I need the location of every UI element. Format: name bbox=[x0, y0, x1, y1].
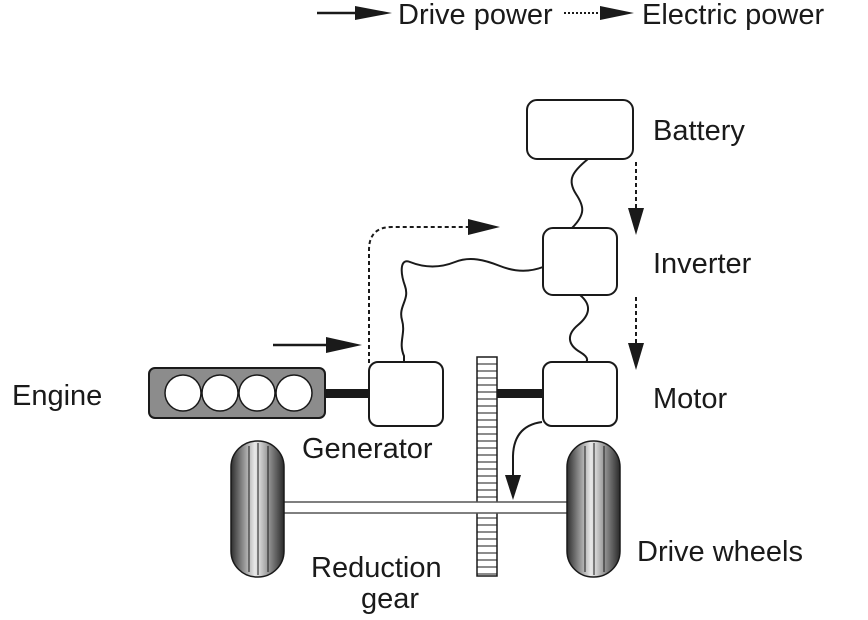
motor-gear-shaft bbox=[497, 389, 544, 398]
reduction-gear-body bbox=[476, 356, 498, 577]
engine-cylinder-icon bbox=[201, 374, 239, 412]
engine-cylinder-icon bbox=[275, 374, 313, 412]
inverter-generator-cable bbox=[400, 258, 544, 362]
electric-flow-arrow-generator-inverter bbox=[368, 219, 500, 363]
inverter-box bbox=[542, 227, 618, 296]
generator-label: Generator bbox=[302, 433, 433, 465]
legend-drive-power: Drive power bbox=[398, 0, 553, 31]
drive-flow-arrow-motor-axle bbox=[505, 421, 543, 500]
electric-power-arrow-icon bbox=[564, 6, 634, 20]
electric-flow-arrow-battery-inverter bbox=[628, 162, 644, 235]
drive-wheel-left bbox=[230, 440, 285, 578]
engine-cylinder-icon bbox=[238, 374, 276, 412]
battery-box bbox=[526, 99, 634, 160]
drive-power-arrow-icon bbox=[317, 6, 392, 20]
battery-label: Battery bbox=[653, 115, 745, 147]
axle bbox=[282, 501, 569, 514]
battery-inverter-cable bbox=[570, 158, 589, 229]
electric-flow-arrow-inverter-motor bbox=[628, 297, 644, 370]
drive-wheels-label: Drive wheels bbox=[637, 536, 803, 568]
engine-cylinder-icon bbox=[164, 374, 202, 412]
drive-wheel-right bbox=[566, 440, 621, 578]
inverter-motor-cable bbox=[569, 294, 589, 365]
engine-label: Engine bbox=[12, 380, 102, 412]
reduction-gear bbox=[476, 356, 498, 577]
inverter-label: Inverter bbox=[653, 248, 752, 280]
legend-electric-power: Electric power bbox=[642, 0, 824, 31]
engine bbox=[148, 367, 326, 419]
motor-label: Motor bbox=[653, 383, 727, 415]
engine-generator-shaft bbox=[325, 389, 370, 398]
reduction-gear-label-line1: Reduction bbox=[311, 552, 442, 584]
drive-flow-arrow-engine bbox=[273, 337, 362, 353]
motor-box bbox=[542, 361, 618, 427]
generator-box bbox=[368, 361, 444, 427]
legend: Drive power Electric power bbox=[317, 0, 824, 31]
reduction-gear-label-line2: gear bbox=[361, 583, 419, 615]
